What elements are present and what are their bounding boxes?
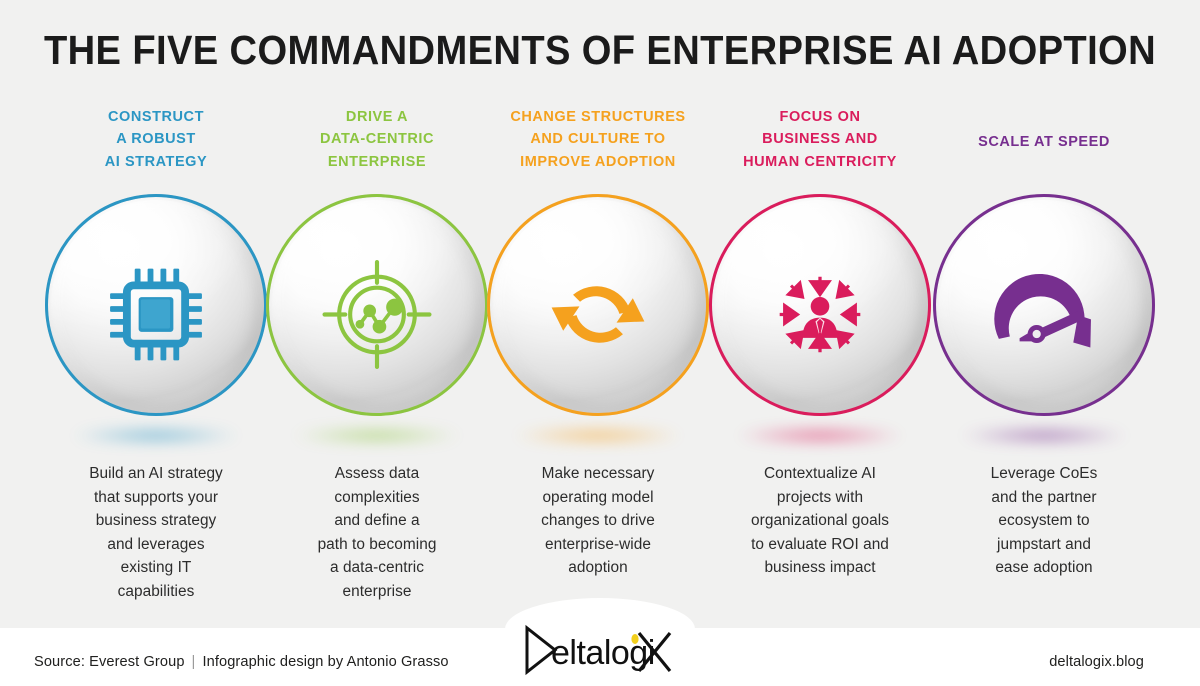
body-line: path to becoming [317, 535, 437, 553]
circle-shadow [736, 427, 904, 444]
body-line: capabilities [117, 582, 195, 600]
separator: | [191, 654, 196, 670]
microchip-icon [100, 259, 212, 376]
body-line: enterprise [342, 582, 412, 600]
body-line: and the partner [991, 488, 1097, 506]
circle-ring [266, 194, 488, 416]
heading-line: ENTERPRISE [327, 153, 427, 170]
column-body: Build an AI strategy that supports your … [39, 462, 273, 603]
footer-band [0, 628, 1200, 686]
source-label: Source: Everest Group [34, 654, 185, 670]
body-line: operating model [542, 488, 654, 506]
column-heading: CONSTRUCT A ROBUST AI STRATEGY [45, 106, 267, 173]
body-line: and leverages [107, 535, 205, 553]
circle-ring [487, 194, 709, 416]
website-url: deltalogix.blog [1049, 654, 1144, 670]
body-line: ease adoption [995, 559, 1093, 576]
column-icon-circle [45, 194, 267, 444]
column-body: Assess data complexities and define a pa… [260, 462, 494, 603]
circle-ring [45, 194, 267, 416]
column-icon-circle [709, 194, 931, 444]
deltalogix-logo: eltalogi [515, 622, 685, 678]
heading-line: IMPROVE ADOPTION [520, 153, 676, 170]
human-centricity-icon [757, 252, 883, 383]
refresh-cycle-icon [540, 257, 656, 378]
body-line: complexities [334, 488, 420, 506]
body-line: Assess data [334, 465, 420, 482]
column-body: Contextualize AI projects with organizat… [703, 462, 937, 580]
body-line: projects with [776, 488, 864, 506]
body-line: business impact [764, 559, 876, 576]
heading-line: CONSTRUCT [108, 109, 204, 125]
body-line: Build an AI strategy [89, 465, 223, 482]
column-heading: DRIVE A DATA-CENTRIC ENTERPRISE [266, 106, 488, 173]
body-line: Contextualize AI [763, 465, 877, 482]
design-credit: Infographic design by Antonio Grasso [202, 654, 449, 670]
body-line: to evaluate ROI and [751, 535, 889, 553]
column-icon-circle [933, 194, 1155, 444]
circle-ring [933, 194, 1155, 416]
heading-line: BUSINESS AND [762, 131, 878, 148]
body-line: and define a [334, 512, 420, 529]
page-title: THE FIVE COMMANDMENTS OF ENTERPRISE AI A… [43, 27, 1156, 73]
body-line: Leverage CoEs [990, 465, 1098, 482]
heading-line: A ROBUST [116, 131, 196, 148]
circle-shadow [293, 427, 461, 444]
body-line: business strategy [95, 512, 217, 529]
column-heading: SCALE AT SPEED [933, 131, 1155, 153]
svg-text:eltalogi: eltalogi [551, 634, 655, 672]
source-credit: Source: Everest Group | Infographic design… [34, 654, 449, 670]
column-body: Make necessary operating model changes t… [481, 462, 715, 580]
column-icon-circle [266, 194, 488, 444]
heading-line: FOCUS ON [779, 109, 861, 125]
column-icon-circle [487, 194, 709, 444]
body-line: organizational goals [751, 512, 889, 529]
body-line: jumpstart and [997, 535, 1091, 553]
body-line: existing IT [120, 559, 192, 576]
heading-line: DRIVE A [345, 109, 409, 125]
heading-line: HUMAN CENTRICITY [743, 153, 897, 170]
circle-shadow [960, 427, 1128, 444]
body-line: Make necessary [541, 465, 655, 482]
body-line: enterprise-wide [545, 535, 651, 553]
column-body: Leverage CoEs and the partner ecosystem … [927, 462, 1161, 580]
body-line: a data-centric [330, 559, 424, 576]
heading-line: AI STRATEGY [104, 153, 208, 170]
column-heading: CHANGE STRUCTURES AND CULTURE TO IMPROVE… [487, 106, 709, 173]
heading-line: SCALE AT SPEED [978, 134, 1110, 150]
heading-line: AND CULTURE TO [530, 131, 666, 148]
body-line: ecosystem to [998, 512, 1090, 529]
column-heading: FOCUS ON BUSINESS AND HUMAN CENTRICITY [709, 106, 931, 173]
body-line: changes to drive [541, 512, 655, 529]
target-analytics-icon [316, 254, 438, 381]
heading-line: CHANGE STRUCTURES [510, 109, 686, 125]
body-line: adoption [568, 559, 628, 576]
body-line: that supports your [93, 488, 219, 506]
speedometer-icon [983, 254, 1105, 381]
circle-shadow [72, 427, 240, 444]
circle-ring [709, 194, 931, 416]
heading-line: DATA-CENTRIC [320, 131, 434, 148]
circle-shadow [514, 427, 682, 444]
